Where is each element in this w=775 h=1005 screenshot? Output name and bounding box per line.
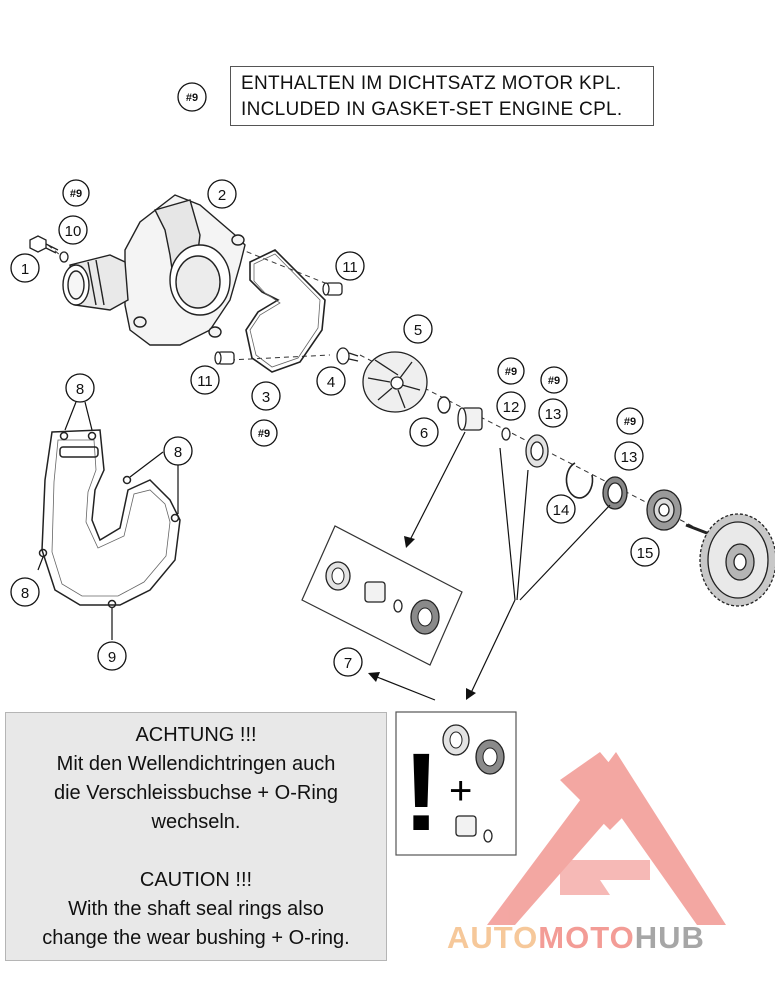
kit-ref-badge-10: #9 (62, 179, 90, 207)
bearing-part (646, 489, 682, 531)
callout-7: 7 (333, 647, 363, 677)
shaft-seal-ring-part (525, 434, 628, 510)
caution-line2-de: die Verschleissbuchse + O-Ring (53, 782, 339, 804)
svg-text:10: 10 (65, 223, 82, 240)
housing-gasket-part (38, 429, 181, 609)
note-line-de: ENTHALTEN IM DICHTSATZ MOTOR KPL. (241, 73, 622, 94)
svg-text:8: 8 (76, 381, 84, 398)
kit-ref-badge-13b: #9 (616, 407, 644, 435)
dowel-pin-part (214, 282, 343, 365)
circlip-part (565, 462, 594, 499)
gasket-set-note: ENTHALTEN IM DICHTSATZ MOTOR KPL. INCLUD… (230, 66, 654, 126)
arrowheads (368, 536, 476, 700)
callout-6: 6 (409, 417, 439, 447)
callout-9: 9 (97, 641, 127, 671)
callout-11-bottom: 11 (190, 365, 220, 395)
caution-line2-en: change the wear bushing + O-ring. (42, 927, 350, 949)
kit-exclamation: ! (403, 731, 440, 854)
impeller-screw-part (336, 347, 359, 365)
kit-ref-badge-13a: #9 (540, 366, 568, 394)
callout-3: 3 (251, 381, 281, 411)
callout-2: 2 (207, 179, 237, 209)
kit-ref-badge-12: #9 (497, 357, 525, 385)
svg-text:8: 8 (21, 585, 29, 602)
leader-lines (37, 401, 611, 701)
svg-text:#9: #9 (548, 375, 560, 387)
wear-bushing-part (457, 407, 483, 431)
svg-text:#9: #9 (258, 428, 270, 440)
callout-12: 12 (496, 391, 526, 421)
callout-5: 5 (403, 314, 433, 344)
callout-8-left: 8 (10, 577, 40, 607)
svg-text:#9: #9 (70, 188, 82, 200)
svg-text:5: 5 (414, 322, 422, 339)
svg-text:11: 11 (342, 259, 358, 276)
replacement-kit-panel (395, 711, 517, 856)
svg-text:2: 2 (218, 187, 226, 204)
kit-plus: + (449, 769, 472, 813)
svg-text:14: 14 (553, 502, 570, 519)
svg-text:3: 3 (262, 389, 270, 406)
caution-line1-de: Mit den Wellendichtringen auch (56, 753, 336, 775)
callout-15: 15 (630, 537, 660, 567)
svg-text:12: 12 (503, 399, 520, 416)
water-pump-cover-part (62, 194, 246, 346)
svg-text:8: 8 (174, 444, 182, 461)
callout-8-top: 8 (65, 373, 95, 403)
caution-title-en: CAUTION !!! (139, 869, 253, 891)
note-line-en: INCLUDED IN GASKET-SET ENGINE CPL. (241, 99, 623, 120)
svg-text:13: 13 (621, 449, 638, 466)
bolt-part (29, 235, 59, 254)
svg-text:7: 7 (344, 655, 352, 672)
svg-text:1: 1 (21, 261, 29, 278)
pump-gasket-part (245, 249, 326, 373)
callout-8-right: 8 (163, 436, 193, 466)
svg-text:#9: #9 (624, 416, 636, 428)
automotohub-logo (487, 752, 726, 925)
kit-detail-box (301, 525, 463, 666)
callout-13-b: 13 (614, 441, 644, 471)
pump-gasket-inner-edge (249, 253, 321, 368)
caution-title-de: ACHTUNG !!! (135, 724, 257, 746)
caution-line3-de: wechseln. (151, 811, 241, 833)
washer-part (59, 251, 69, 263)
callout-13-a: 13 (538, 398, 568, 428)
kit-ref-badge-3: #9 (250, 419, 278, 447)
impeller-part (362, 351, 428, 413)
washer-6-part (437, 396, 451, 414)
caution-box: ACHTUNG !!! Mit den Wellendichtringen au… (5, 712, 387, 961)
svg-text:6: 6 (420, 425, 428, 442)
callout-1: 1 (10, 253, 40, 283)
svg-text:11: 11 (197, 373, 213, 390)
svg-text:#9: #9 (186, 92, 198, 104)
callout-14: 14 (546, 494, 576, 524)
note-ref-badge: #9 (177, 82, 207, 112)
automotohub-wordmark: AUTOMOTOHUB (447, 920, 705, 955)
svg-text:4: 4 (327, 374, 335, 391)
caution-line1-en: With the shaft seal rings also (68, 898, 324, 920)
callout-4: 4 (316, 366, 346, 396)
callout-11-top: 11 (335, 251, 365, 281)
svg-text:15: 15 (637, 545, 654, 562)
svg-text:#9: #9 (505, 366, 517, 378)
o-ring-part (501, 427, 511, 441)
svg-text:13: 13 (545, 406, 562, 423)
callout-10: 10 (58, 215, 88, 245)
svg-text:9: 9 (108, 649, 116, 666)
pump-drive-gear-part (685, 513, 775, 607)
